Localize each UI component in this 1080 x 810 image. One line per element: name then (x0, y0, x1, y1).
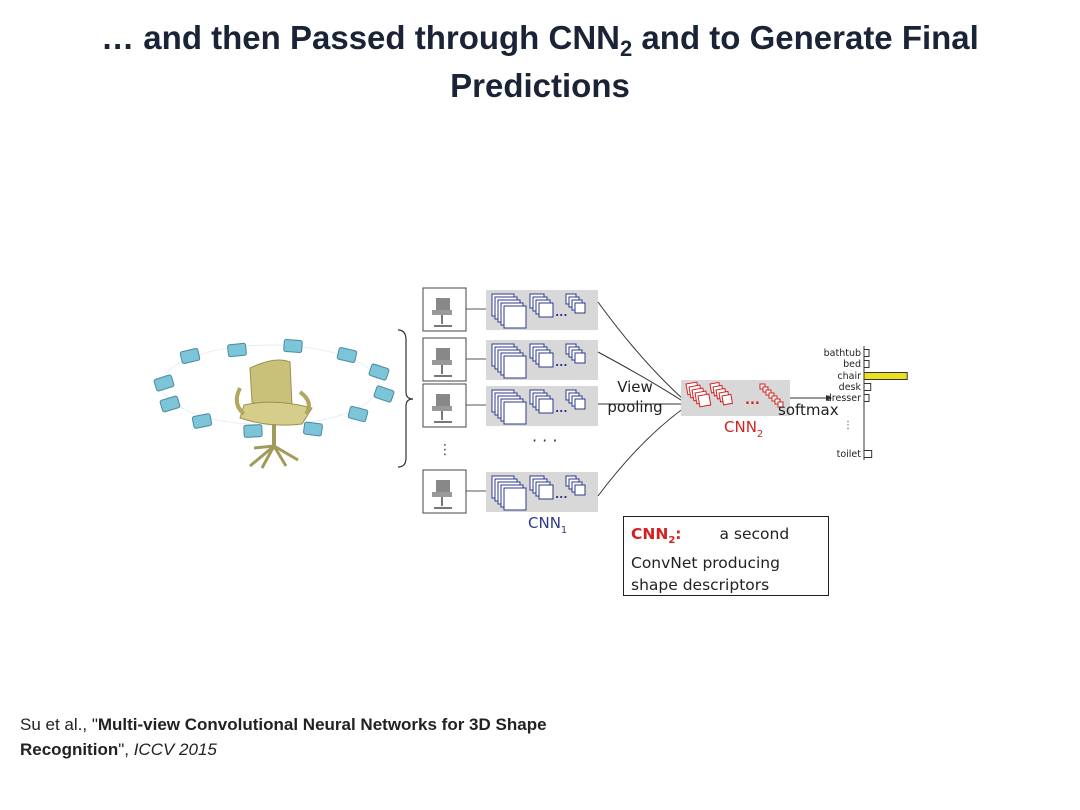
class-ellipsis-icon: ⋮ (843, 420, 853, 431)
citation-close: ", (118, 740, 134, 759)
citation-authors: Su et al., " (20, 715, 98, 734)
class-label: dresser (826, 393, 861, 404)
camera-icon (227, 342, 247, 358)
class-label: bathtub (824, 348, 861, 359)
camera-icon (303, 421, 323, 437)
cnn1-layer (574, 352, 586, 364)
cnn1-ellipsis: ... (555, 488, 568, 501)
title-subscript: 2 (620, 36, 633, 61)
note-line3: shape descriptors (631, 576, 770, 595)
chair-view-icon (432, 348, 452, 377)
cnn1-ellipsis: ... (555, 402, 568, 415)
cnn1-layer (538, 352, 554, 368)
camera-icon (243, 424, 263, 438)
view-rows: ............ (422, 287, 598, 514)
class-score-bar (863, 360, 870, 368)
view-pooling-line1: View (617, 378, 653, 396)
citation-paper-line2: Recognition (20, 740, 119, 759)
class-label: bed (843, 359, 861, 370)
class-score-bar (863, 383, 872, 391)
slide-title: … and then Passed through CNN2 and to Ge… (40, 14, 1040, 110)
view-pooling-line2: pooling (607, 398, 662, 416)
camera-icon (191, 413, 213, 429)
converge-line-2 (597, 351, 685, 403)
title-line2: Predictions (450, 67, 630, 104)
converge-line-1 (597, 301, 685, 401)
cnn1-layer (503, 487, 527, 511)
curly-brace (397, 329, 414, 468)
class-label: toilet (837, 449, 862, 460)
class-score-bar (863, 349, 870, 357)
chair-camera-ring (153, 339, 395, 469)
camera-icon (347, 405, 369, 423)
class-label: chair (837, 371, 861, 382)
cnn1-label: CNN1 (528, 514, 567, 536)
cnn2-layers (685, 381, 784, 408)
cnn1-ellipsis: ... (555, 306, 568, 319)
note-line2: ConvNet producing (631, 554, 780, 573)
camera-icon (153, 374, 175, 392)
horizontal-ellipsis: · · · (532, 431, 557, 450)
cnn1-layer (538, 302, 554, 318)
citation-paper-line1: Multi-view Convolutional Neural Networks… (97, 715, 547, 734)
class-score-bar (863, 394, 870, 402)
cnn2-layer (721, 393, 734, 406)
note-line1: a second (719, 525, 790, 543)
converge-line-4 (597, 407, 685, 497)
camera-icon (373, 385, 395, 403)
cnn2-ellipsis: ... (745, 393, 760, 408)
chair-view-icon (432, 394, 452, 423)
citation: Su et al., "Multi-view Convolutional Neu… (20, 712, 547, 762)
cnn1-layer (574, 484, 586, 496)
citation-venue: ICCV 2015 (133, 740, 217, 759)
note-cnn-label: CNN2: (631, 525, 682, 547)
cnn1-layer (503, 355, 527, 379)
camera-icon (283, 339, 303, 353)
cnn2-layer (697, 393, 712, 408)
cnn2-layer (777, 401, 784, 408)
class-score-bar (863, 372, 908, 380)
camera-icon (368, 363, 390, 381)
chair-image (234, 359, 313, 469)
cnn1-ellipsis: ... (555, 356, 568, 369)
chair-view-icon (432, 298, 452, 327)
cnn2-note-box: CNN2: a second ConvNet producing shape de… (623, 516, 829, 596)
vertical-ellipsis-icon: ⋮ (438, 441, 452, 457)
cnn1-layer (503, 401, 527, 425)
cnn1-layer (574, 398, 586, 410)
class-label: desk (839, 382, 862, 393)
cnn1-layer (538, 398, 554, 414)
title-line1-pre: … and then Passed through CNN (101, 19, 621, 56)
title-line1-post: and to Generate Final (632, 19, 979, 56)
cnn2-label: CNN2 (724, 418, 763, 440)
cnn1-layer (538, 484, 554, 500)
camera-icons (153, 339, 395, 438)
cnn1-layer (574, 302, 586, 314)
arrow-head-icon (826, 395, 832, 401)
cnn1-layer (503, 305, 527, 329)
camera-icon (159, 395, 181, 413)
chair-view-icon (432, 480, 452, 509)
camera-icon (336, 347, 358, 363)
camera-icon (179, 347, 201, 365)
class-score-bar (863, 450, 873, 458)
softmax-label: softmax (778, 401, 839, 419)
